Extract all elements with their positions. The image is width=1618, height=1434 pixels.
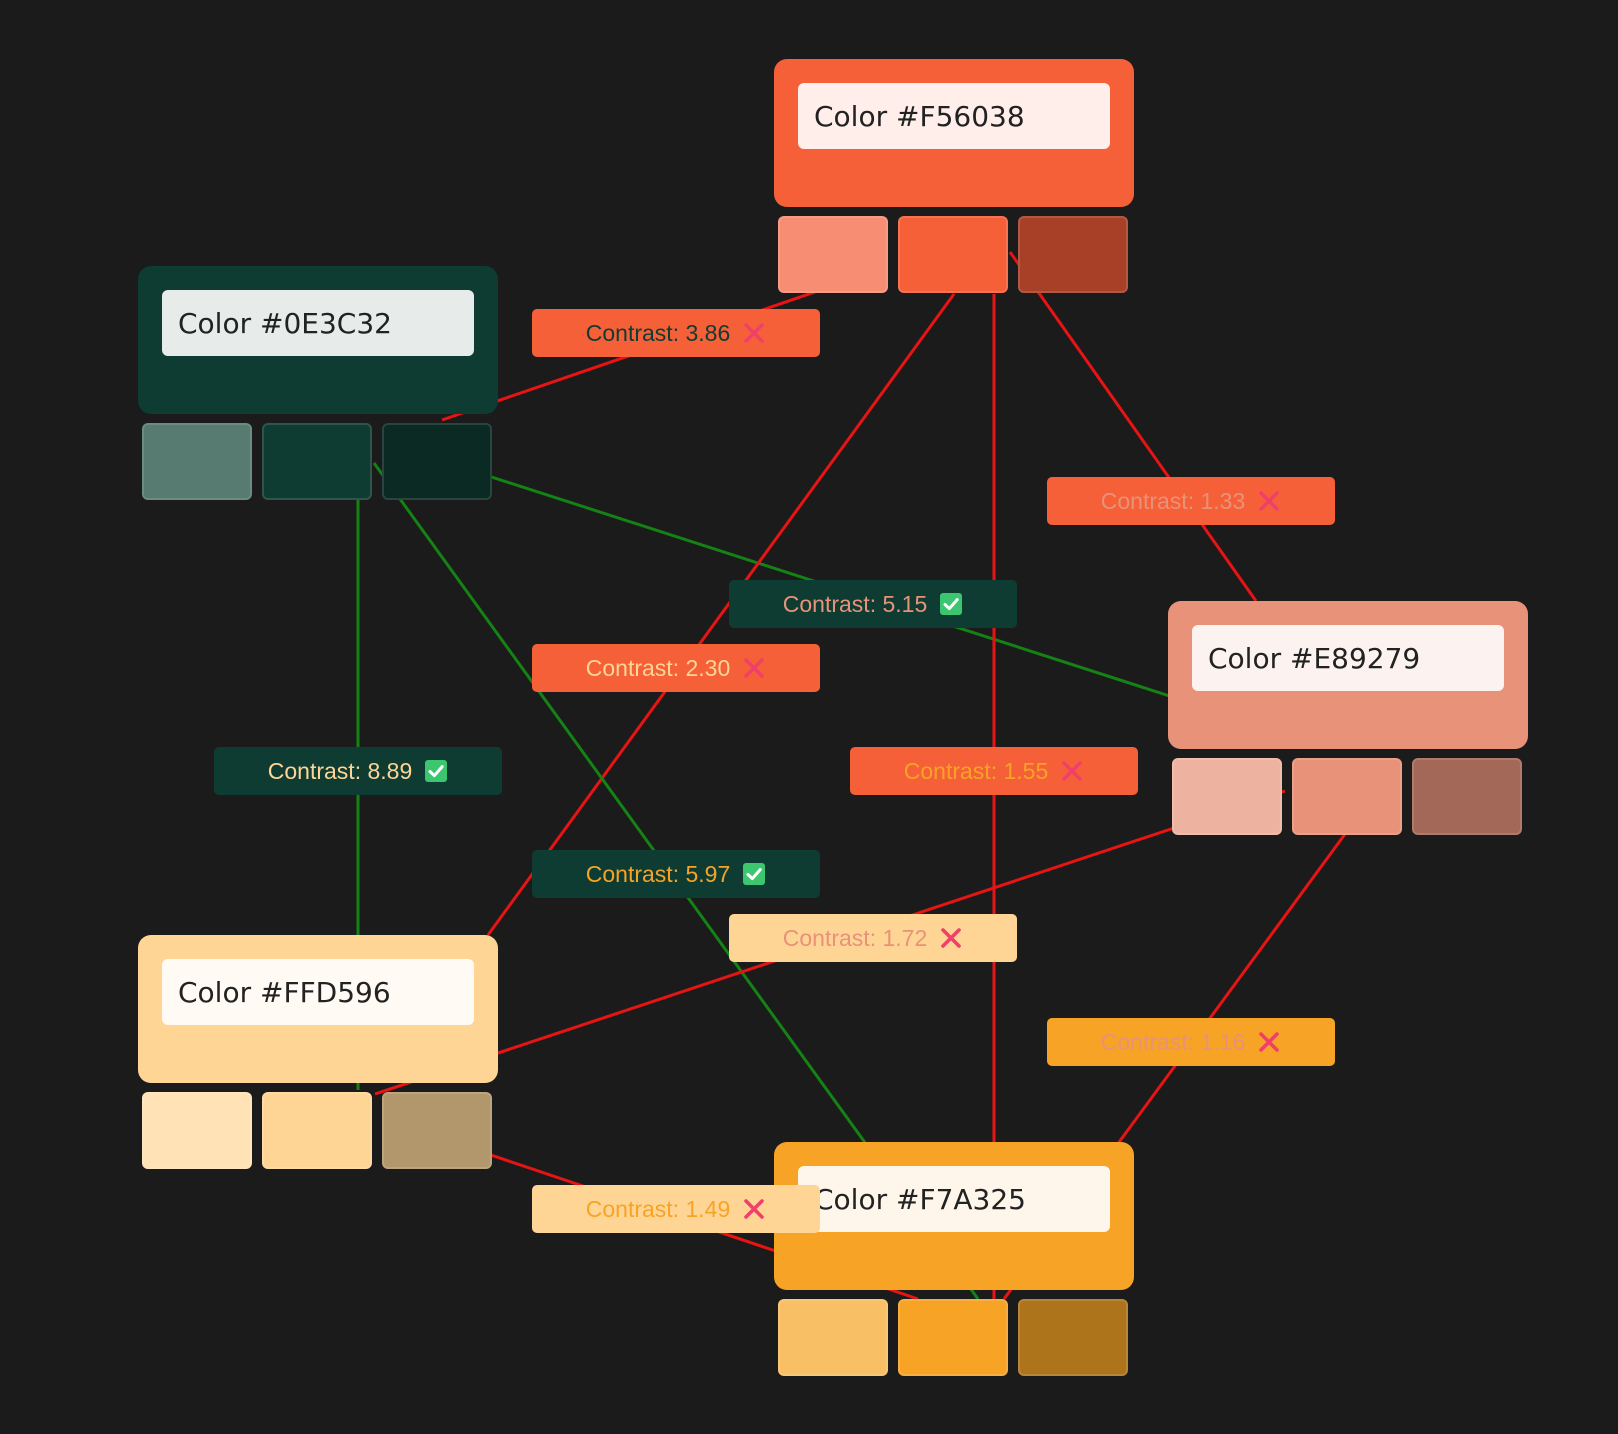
contrast-label: Contrast: 1.55 (850, 747, 1138, 795)
contrast-label: Contrast: 2.30 (532, 644, 820, 692)
contrast-label: Contrast: 1.33 (1047, 477, 1335, 525)
contrast-ratio-text: Contrast: 1.55 (903, 757, 1049, 784)
contrast-ratio-text: Contrast: 5.97 (585, 860, 731, 887)
color-name-field[interactable]: Color #0E3C32 (162, 290, 474, 356)
tint-swatch[interactable] (778, 216, 888, 293)
contrast-ratio-text: Contrast: 3.86 (585, 319, 731, 346)
cross-icon (742, 1197, 766, 1221)
base-swatch[interactable] (262, 1092, 372, 1169)
cross-icon (1060, 759, 1084, 783)
color-node-card[interactable]: Color #0E3C32 (138, 266, 498, 414)
base-swatch[interactable] (262, 423, 372, 500)
color-name-field[interactable]: Color #E89279 (1192, 625, 1504, 691)
contrast-ratio-text: Contrast: 5.15 (782, 590, 928, 617)
color-node-card[interactable]: Color #FFD596 (138, 935, 498, 1083)
contrast-ratio-text: Contrast: 1.33 (1100, 487, 1246, 514)
cross-icon (1257, 1030, 1281, 1054)
base-swatch[interactable] (898, 216, 1008, 293)
connector-line (486, 293, 956, 936)
shade-swatch[interactable] (1018, 216, 1128, 293)
contrast-ratio-text: Contrast: 1.72 (782, 924, 928, 951)
contrast-label: Contrast: 5.97 (532, 850, 820, 898)
shade-swatch[interactable] (382, 1092, 492, 1169)
contrast-label: Contrast: 3.86 (532, 309, 820, 357)
tint-swatch[interactable] (778, 1299, 888, 1376)
cross-icon (742, 321, 766, 345)
base-swatch[interactable] (898, 1299, 1008, 1376)
cross-icon (1257, 489, 1281, 513)
connector-line (1008, 251, 1258, 602)
contrast-ratio-text: Contrast: 1.49 (585, 1195, 731, 1222)
tint-swatch[interactable] (1172, 758, 1282, 835)
color-name-field[interactable]: Color #F56038 (798, 83, 1110, 149)
tint-swatch[interactable] (142, 423, 252, 500)
contrast-label: Contrast: 5.15 (729, 580, 1017, 628)
check-box-icon (742, 862, 766, 886)
color-name-field[interactable]: Color #FFD596 (162, 959, 474, 1025)
shade-swatch[interactable] (382, 423, 492, 500)
contrast-label: Contrast: 1.16 (1047, 1018, 1335, 1066)
contrast-label: Contrast: 1.49 (532, 1185, 820, 1233)
contrast-label: Contrast: 8.89 (214, 747, 502, 795)
check-box-icon (424, 759, 448, 783)
base-swatch[interactable] (1292, 758, 1402, 835)
shade-swatch[interactable] (1412, 758, 1522, 835)
contrast-ratio-text: Contrast: 8.89 (267, 757, 413, 784)
contrast-label: Contrast: 1.72 (729, 914, 1017, 962)
color-node-card[interactable]: Color #F56038 (774, 59, 1134, 207)
contrast-ratio-text: Contrast: 2.30 (585, 654, 731, 681)
color-node-card[interactable]: Color #F7A325 (774, 1142, 1134, 1290)
check-box-icon (939, 592, 963, 616)
color-name-field[interactable]: Color #F7A325 (798, 1166, 1110, 1232)
cross-icon (742, 656, 766, 680)
tint-swatch[interactable] (142, 1092, 252, 1169)
contrast-ratio-text: Contrast: 1.16 (1100, 1028, 1246, 1055)
color-node-card[interactable]: Color #E89279 (1168, 601, 1528, 749)
shade-swatch[interactable] (1018, 1299, 1128, 1376)
cross-icon (939, 926, 963, 950)
